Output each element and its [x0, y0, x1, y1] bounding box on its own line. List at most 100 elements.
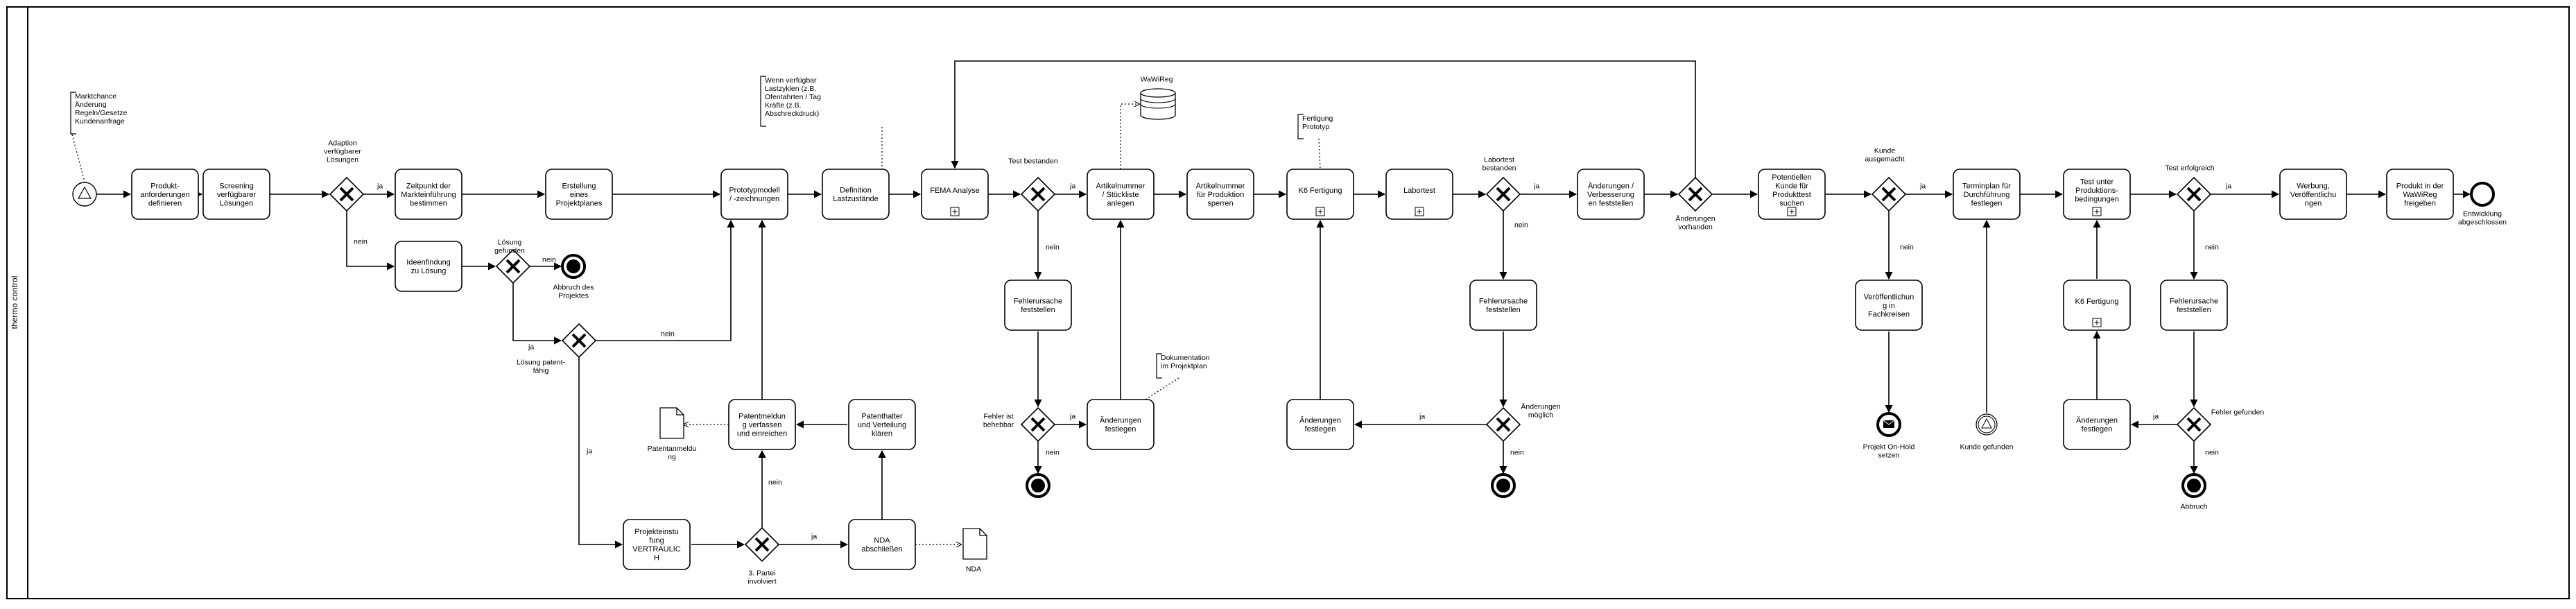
gateway-label-g5: Test bestanden: [1008, 157, 1057, 166]
annotation-bracket: [760, 76, 766, 127]
gateway-g5[interactable]: [1020, 176, 1056, 212]
task-box: [921, 169, 989, 220]
association-wawireg: [1120, 104, 1139, 169]
task-t16[interactable]: Labortest: [1385, 169, 1453, 220]
end-event-onhold[interactable]: [1876, 412, 1901, 437]
start-event-kunde[interactable]: [1976, 413, 1998, 436]
end-event-abbruch[interactable]: [561, 254, 586, 279]
pool-label: thermo control: [10, 276, 19, 329]
task-box: [2063, 399, 2131, 450]
annotation-bracket: [1297, 114, 1304, 139]
task-box: [2386, 169, 2454, 220]
task-t12[interactable]: FEMA Analyse: [921, 169, 989, 220]
gateway-g12[interactable]: [2176, 406, 2212, 443]
gateway-g7[interactable]: [1485, 176, 1521, 212]
data-object-nda[interactable]: [962, 528, 987, 560]
data-store-wawireg[interactable]: [1140, 88, 1176, 120]
task-t6[interactable]: Prototypmodell/ -zeichnungen: [720, 169, 788, 220]
task-t26[interactable]: K6 Fertigung: [2063, 280, 2131, 331]
gateway-g2[interactable]: [495, 248, 531, 284]
task-box: [848, 399, 916, 450]
task-label: K6 Fertigung: [1299, 187, 1342, 195]
gateway-g10[interactable]: [1871, 176, 1907, 212]
end-event-aenderungen[interactable]: [1491, 473, 1516, 498]
triangle-icon: [77, 186, 92, 199]
terminate-dot: [1496, 479, 1510, 492]
gateway-g1[interactable]: [329, 176, 365, 212]
end-event-fehler[interactable]: [1026, 473, 1051, 498]
task-label: K6 Fertigung: [2075, 298, 2119, 306]
gateway-label-g12: Fehler gefunden: [2211, 409, 2265, 417]
task-box: [728, 399, 796, 450]
task-label: FEMA Analyse: [930, 187, 980, 195]
gateway-g8[interactable]: [1485, 406, 1521, 443]
annotation-bracket: [1156, 353, 1162, 379]
flow-label-nein: nein: [1510, 449, 1524, 457]
gateway-g11[interactable]: [2176, 176, 2212, 212]
start-event[interactable]: [72, 182, 97, 207]
end-event-final[interactable]: [2470, 182, 2495, 207]
flow-g2-g3: [512, 283, 562, 345]
task-t15[interactable]: K6 Fertigung: [1286, 169, 1354, 220]
task-box: [2279, 169, 2347, 220]
gateway-g4[interactable]: [744, 526, 780, 563]
task-box: [720, 169, 788, 220]
event-label-kunde: Kunde gefunden: [1960, 443, 2013, 452]
flow-label-nein: nein: [354, 238, 368, 246]
gateway-g3[interactable]: [561, 323, 597, 359]
task-label: Labortest: [1403, 187, 1435, 195]
task-box: [1953, 169, 2021, 220]
task-box: [623, 519, 691, 570]
annotation-bracket: [70, 92, 76, 135]
document-icon: [659, 407, 684, 439]
data-object-patent[interactable]: [659, 407, 684, 439]
association-prototype: [1318, 138, 1321, 170]
task-box: [1087, 169, 1155, 220]
end-event-abbruch2[interactable]: [2181, 473, 2206, 498]
gateway-g9[interactable]: [1677, 176, 1713, 212]
gateway-g6[interactable]: [1020, 406, 1056, 443]
